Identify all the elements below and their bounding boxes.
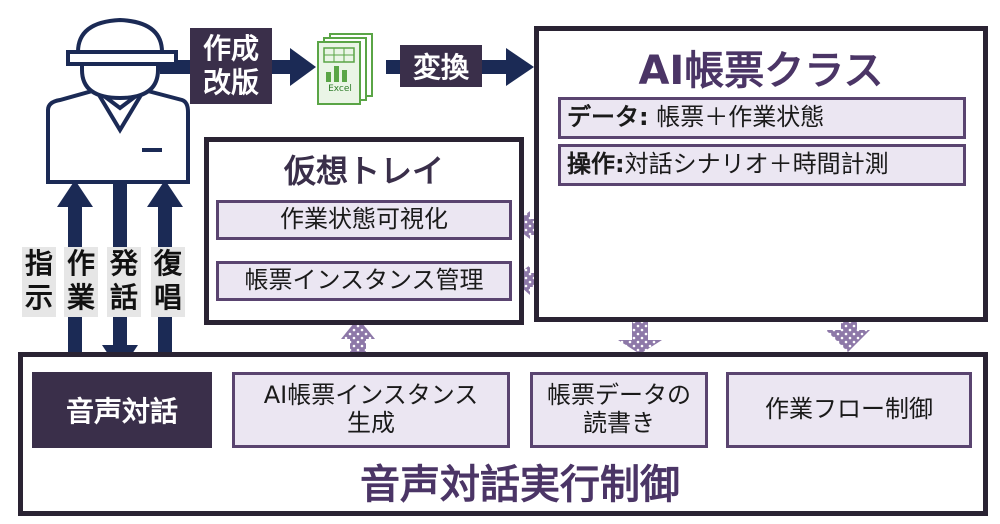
excel-label: Excel bbox=[328, 84, 352, 94]
voice-dialog-box: 音声対話 bbox=[32, 372, 212, 448]
excel-file-icon bbox=[317, 33, 373, 105]
arrow-convert-to-ai bbox=[482, 48, 534, 86]
virtual-tray-title: 仮想トレイ bbox=[283, 152, 444, 190]
convert-label: 変換 bbox=[400, 45, 482, 87]
voice-dialog-label: 音声対話 bbox=[65, 395, 178, 428]
tray-item-instance-management: 帳票インスタンス管理 bbox=[216, 261, 512, 301]
data-value: 帳票＋作業状態 bbox=[648, 103, 825, 132]
convert-label-text: 変換 bbox=[412, 51, 469, 84]
arrow-instance-to-tray bbox=[341, 318, 375, 355]
instance-generation-box: AI帳票インスタンス 生成 bbox=[232, 372, 510, 448]
execution-control-title: 音声対話実行制御 bbox=[360, 462, 680, 508]
instance-generation-label: AI帳票インスタンス 生成 bbox=[263, 381, 479, 437]
operation-field: 操作: 対話シナリオ＋時間計測 bbox=[558, 144, 966, 186]
operation-value: 対話シナリオ＋時間計測 bbox=[624, 150, 889, 179]
workflow-control-label: 作業フロー制御 bbox=[765, 395, 933, 424]
label-work: 作業 bbox=[64, 247, 98, 317]
edit-label-text: 作成 改版 bbox=[202, 32, 259, 99]
worker-icon bbox=[46, 17, 190, 184]
data-field: データ: 帳票＋作業状態 bbox=[558, 97, 966, 139]
edit-label: 作成 改版 bbox=[190, 28, 272, 104]
data-readwrite-box: 帳票データの 読書き bbox=[530, 372, 708, 448]
tray-item-visualize: 作業状態可視化 bbox=[216, 200, 512, 240]
label-repeat: 復唱 bbox=[151, 247, 185, 317]
workflow-control-box: 作業フロー制御 bbox=[726, 372, 972, 448]
label-instruction: 指示 bbox=[22, 247, 56, 317]
arrow-excel-to-convert bbox=[386, 60, 400, 74]
data-prefix: データ: bbox=[567, 103, 649, 132]
ai-form-class-title: AI帳票クラス bbox=[638, 48, 884, 94]
arrow-edit-to-excel bbox=[272, 48, 316, 86]
data-readwrite-label: 帳票データの 読書き bbox=[547, 381, 691, 437]
label-utterance: 発話 bbox=[107, 247, 141, 317]
operation-prefix: 操作: bbox=[567, 150, 625, 179]
